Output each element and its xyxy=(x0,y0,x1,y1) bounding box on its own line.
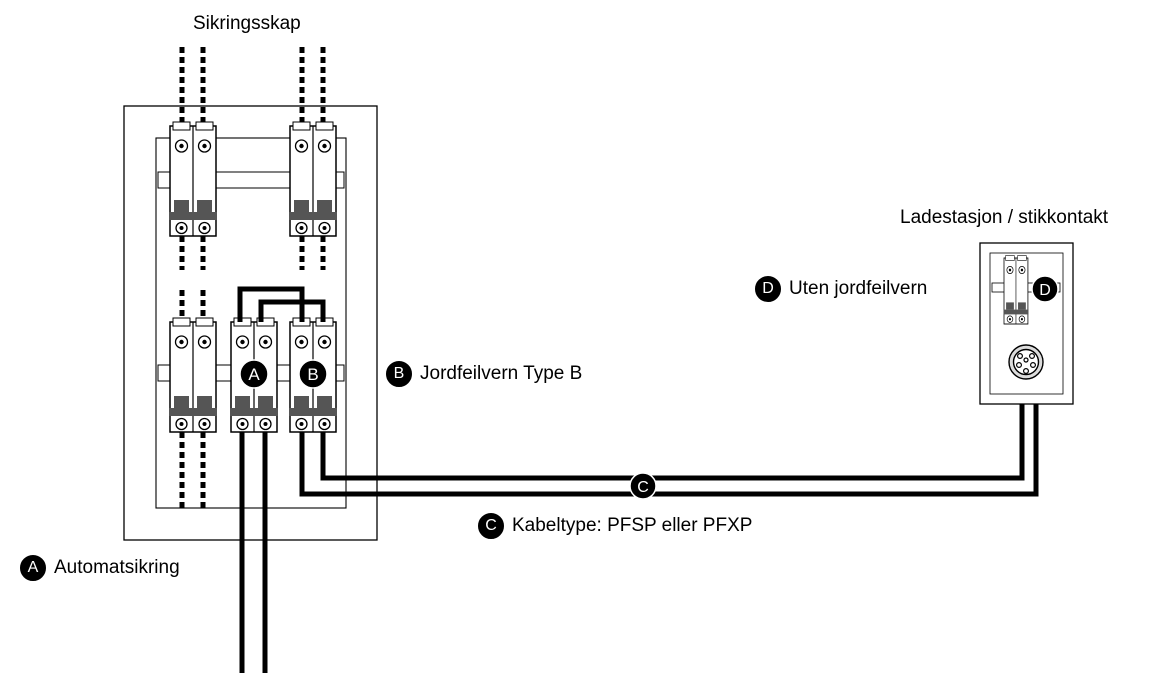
svg-text:A: A xyxy=(248,365,260,384)
cabinet-title: Sikringsskap xyxy=(193,13,301,34)
breaker-top-right xyxy=(288,121,338,237)
legend-item-a: A Automatsikring xyxy=(20,555,180,581)
marker-c: C xyxy=(629,472,657,500)
legend-badge-b: B xyxy=(386,361,412,387)
bridge-wires xyxy=(237,286,326,322)
marker-a: A xyxy=(239,359,269,389)
legend-text-a: Automatsikring xyxy=(54,557,180,578)
marker-d: D xyxy=(1031,275,1059,303)
svg-text:D: D xyxy=(1039,282,1051,299)
marker-b: B xyxy=(298,359,328,389)
charging-socket xyxy=(1008,344,1044,380)
legend-badge-a: A xyxy=(20,555,46,581)
legend-badge-d: D xyxy=(755,276,781,302)
mounting-plate xyxy=(155,137,347,509)
station-plate xyxy=(989,252,1064,395)
legend-text-c: Kabeltype: PFSP eller PFXP xyxy=(512,515,753,536)
legend-badge-c: C xyxy=(478,513,504,539)
fuse-cabinet xyxy=(123,105,378,541)
legend-text-d: Uten jordfeilvern xyxy=(789,278,928,299)
station-title: Ladestasjon / stikkontakt xyxy=(900,207,1109,228)
legend-item-c: C Kabeltype: PFSP eller PFXP xyxy=(478,513,752,539)
svg-text:C: C xyxy=(637,479,649,496)
breaker-d xyxy=(1003,255,1029,325)
feeder-cable xyxy=(239,432,268,673)
legend-item-b: B Jordfeilvern Type B xyxy=(386,361,582,387)
dotted-supply-lines xyxy=(179,47,326,508)
breaker-bottom-left xyxy=(168,317,218,433)
cable-c xyxy=(299,404,1039,497)
svg-text:B: B xyxy=(307,365,318,384)
legend-item-d: D Uten jordfeilvern xyxy=(755,276,927,302)
legend-text-b: Jordfeilvern Type B xyxy=(420,363,583,384)
breaker-top-left xyxy=(168,121,218,237)
